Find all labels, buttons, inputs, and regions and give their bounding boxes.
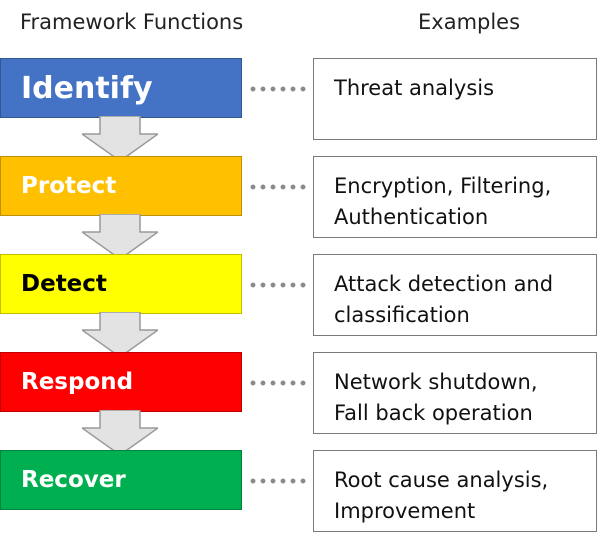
function-protect: Protect [0, 156, 242, 216]
connector-dots [248, 86, 310, 92]
down-arrow-icon [82, 214, 158, 260]
examples-header: Examples [418, 10, 521, 34]
down-arrow-icon [82, 116, 158, 162]
function-identify: Identify [0, 58, 242, 118]
example-text: classification [334, 303, 470, 327]
example-box-detect: Attack detection and classification [313, 254, 597, 336]
example-box-recover: Root cause analysis, Improvement [313, 450, 597, 532]
example-box-identify: Threat analysis [313, 58, 597, 140]
down-arrow-icon [82, 410, 158, 456]
function-recover: Recover [0, 450, 242, 510]
example-box-protect: Encryption, Filtering, Authentication [313, 156, 597, 238]
example-text: Fall back operation [334, 401, 533, 425]
connector-dots [248, 380, 310, 386]
function-respond: Respond [0, 352, 242, 412]
example-text: Authentication [334, 205, 489, 229]
example-box-respond: Network shutdown, Fall back operation [313, 352, 597, 434]
example-text: Improvement [334, 499, 476, 523]
down-arrow-icon [82, 312, 158, 358]
function-detect: Detect [0, 254, 242, 314]
connector-dots [248, 184, 310, 190]
functions-header: Framework Functions [20, 10, 244, 34]
example-text: Threat analysis [334, 76, 495, 100]
connector-dots [248, 478, 310, 484]
example-text: Root cause analysis, [334, 468, 549, 492]
connector-dots [248, 282, 310, 288]
example-text: Encryption, Filtering, [334, 174, 552, 198]
example-text: Attack detection and [334, 272, 554, 296]
example-text: Network shutdown, [334, 370, 538, 394]
